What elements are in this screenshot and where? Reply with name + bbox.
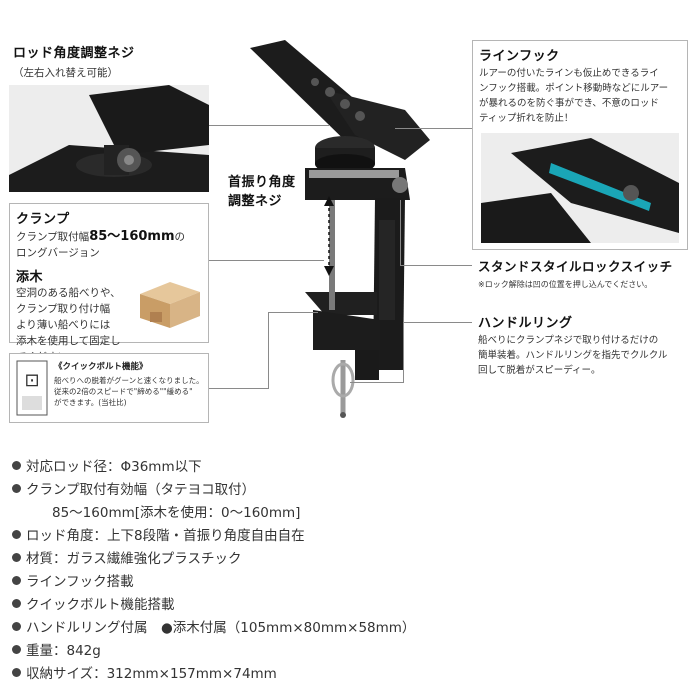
- line-hook-line-2: が暴れるのを防ぐ事ができ、不意のロッド: [479, 98, 659, 109]
- handle-ring-line-1: 簡単装着。ハンドルリングを指先でクルクル: [478, 350, 668, 361]
- line-hook-title: ラインフック: [479, 49, 560, 64]
- line-hook-line-0: ルアーの付いたラインも仮止めできるライ: [479, 68, 659, 79]
- handle-ring-line-2: 回して脱着がスピーディー。: [478, 365, 601, 376]
- handle-ring-callout: ハンドルリング 船べりにクランプネジで取り付けるだけの 簡単装着。ハンドルリング…: [472, 308, 688, 378]
- leader-quick-bolt-h2: [268, 312, 318, 313]
- quick-bolt-line-0: 船べりへの脱着がグーンと速くなりました。: [54, 376, 204, 385]
- quick-bolt-line-1: 従来の2倍のスピードで"締める""緩める": [54, 387, 193, 396]
- bullet-icon: [12, 668, 21, 677]
- lock-switch-title: スタンドスタイルロックスイッチ: [478, 259, 673, 274]
- bullet-icon: [12, 576, 21, 585]
- line-hook-line-3: ティップ折れを防止！: [479, 113, 574, 124]
- svg-text:⊡: ⊡: [24, 370, 39, 391]
- line-hook-callout: ラインフック ルアーの付いたラインも仮止めできるライ ンフック搭載。ポイント移動…: [472, 40, 688, 250]
- spec-item: クイックボルト機能搭載: [12, 594, 672, 617]
- swivel-callout: 首振り角度 調整ネジ: [228, 171, 296, 209]
- leader-handle-ring-v: [403, 322, 404, 382]
- soegi-line-3: 添木を使用して固定し: [16, 335, 121, 347]
- spec-item-sub: 85〜160mm[添木を使用：0〜160mm]: [52, 505, 301, 521]
- rod-holder-main-photo: [250, 40, 430, 418]
- soegi-line-0: 空洞のある船べりや、: [16, 287, 121, 299]
- bullet-icon: [12, 599, 21, 608]
- spec-item: 重量：842g: [12, 640, 672, 663]
- leader-clamp: [209, 260, 324, 261]
- leader-rod-angle: [209, 125, 329, 126]
- handle-ring: [331, 360, 355, 418]
- bullet-icon: [12, 461, 21, 470]
- clamp-screw: [329, 200, 335, 310]
- clamp-line1-prefix: クランプ取付幅: [16, 231, 90, 243]
- leader-lock-switch-v: [400, 200, 401, 265]
- rod-barrel: [250, 40, 430, 160]
- swivel-title-line1: 首振り角度: [228, 175, 296, 190]
- leader-quick-bolt-h: [209, 388, 269, 389]
- quick-bolt-title: 《クイックボルト機能》: [54, 362, 148, 372]
- clamp-range-arrow: [324, 196, 334, 276]
- swivel-title-line2: 調整ネジ: [228, 194, 283, 209]
- line-hook-line-1: ンフック搭載。ポイント移動時などにルアー: [479, 83, 669, 94]
- spec-item: クランプ取付有効幅（タテヨコ取付）: [12, 479, 672, 502]
- spec-item: ロッド角度：上下8段階・首振り角度自由自在: [12, 525, 672, 548]
- leader-lock-switch-h: [400, 265, 472, 266]
- clamp-body: [305, 168, 410, 380]
- soegi-line-2: より薄い船べりには: [16, 319, 111, 331]
- lock-switch-callout: スタンドスタイルロックスイッチ ※ロック解除は凹の位置を押し込んでください。: [472, 252, 688, 298]
- clamp-line1-suffix: の: [174, 231, 186, 243]
- handle-ring-line-0: 船べりにクランプネジで取り付けるだけの: [478, 335, 659, 346]
- clamp-callout: クランプ クランプ取付幅85〜160mmの ロングバージョン 添木 空洞のある船…: [9, 203, 209, 363]
- bullet-icon: [12, 530, 21, 539]
- leader-line-hook: [395, 128, 472, 129]
- spec-item: 収納サイズ：312mm×157mm×74mm: [12, 663, 672, 686]
- spec-item: ハンドルリング付属 ●添木付属（105mm×80mm×58mm）: [12, 617, 672, 640]
- quick-bolt-callout: ⊡ 《クイックボルト機能》 船べりへの脱着がグーンと速くなりました。 従来の2倍…: [9, 353, 209, 423]
- leader-handle-ring-h: [403, 322, 472, 323]
- leader-handle-ring-h2: [350, 382, 404, 383]
- spec-list: 対応ロッド径：Φ36mm以下 クランプ取付有効幅（タテヨコ取付） 85〜160m…: [12, 456, 672, 686]
- rod-angle-title: ロッド角度調整ネジ: [13, 46, 135, 61]
- handle-ring-title: ハンドルリング: [478, 316, 573, 331]
- quick-bolt-line-2: ができます。(当社比): [54, 398, 127, 407]
- clamp-range: 85〜160mm: [89, 229, 175, 244]
- bullet-icon: [12, 645, 21, 654]
- spec-item: 材質：ガラス繊維強化プラスチック: [12, 548, 672, 571]
- rod-angle-photo: [9, 85, 209, 192]
- clamp-title: クランプ: [16, 212, 70, 227]
- line-hook-photo: [481, 133, 679, 243]
- leader-quick-bolt-v: [268, 312, 269, 389]
- bullet-icon: [12, 484, 21, 493]
- spec-item: ラインフック搭載: [12, 571, 672, 594]
- soegi-title: 添木: [16, 270, 44, 285]
- bullet-icon: [12, 622, 21, 631]
- clamp-line2: ロングバージョン: [16, 247, 100, 259]
- wood-block-icon: [140, 282, 200, 328]
- quick-bolt-icon: ⊡: [16, 360, 48, 416]
- rod-angle-callout: ロッド角度調整ネジ （左右入れ替え可能）: [9, 40, 209, 192]
- lock-switch-note: ※ロック解除は凹の位置を押し込んでください。: [478, 280, 653, 289]
- line-hook-icon: [549, 163, 651, 211]
- rod-angle-sub: （左右入れ替え可能）: [13, 67, 118, 79]
- soegi-line-1: クランプ取り付け幅: [16, 303, 111, 315]
- lock-switch-knob: [392, 177, 408, 193]
- bullet-icon: [12, 553, 21, 562]
- spec-item: 対応ロッド径：Φ36mm以下: [12, 456, 672, 479]
